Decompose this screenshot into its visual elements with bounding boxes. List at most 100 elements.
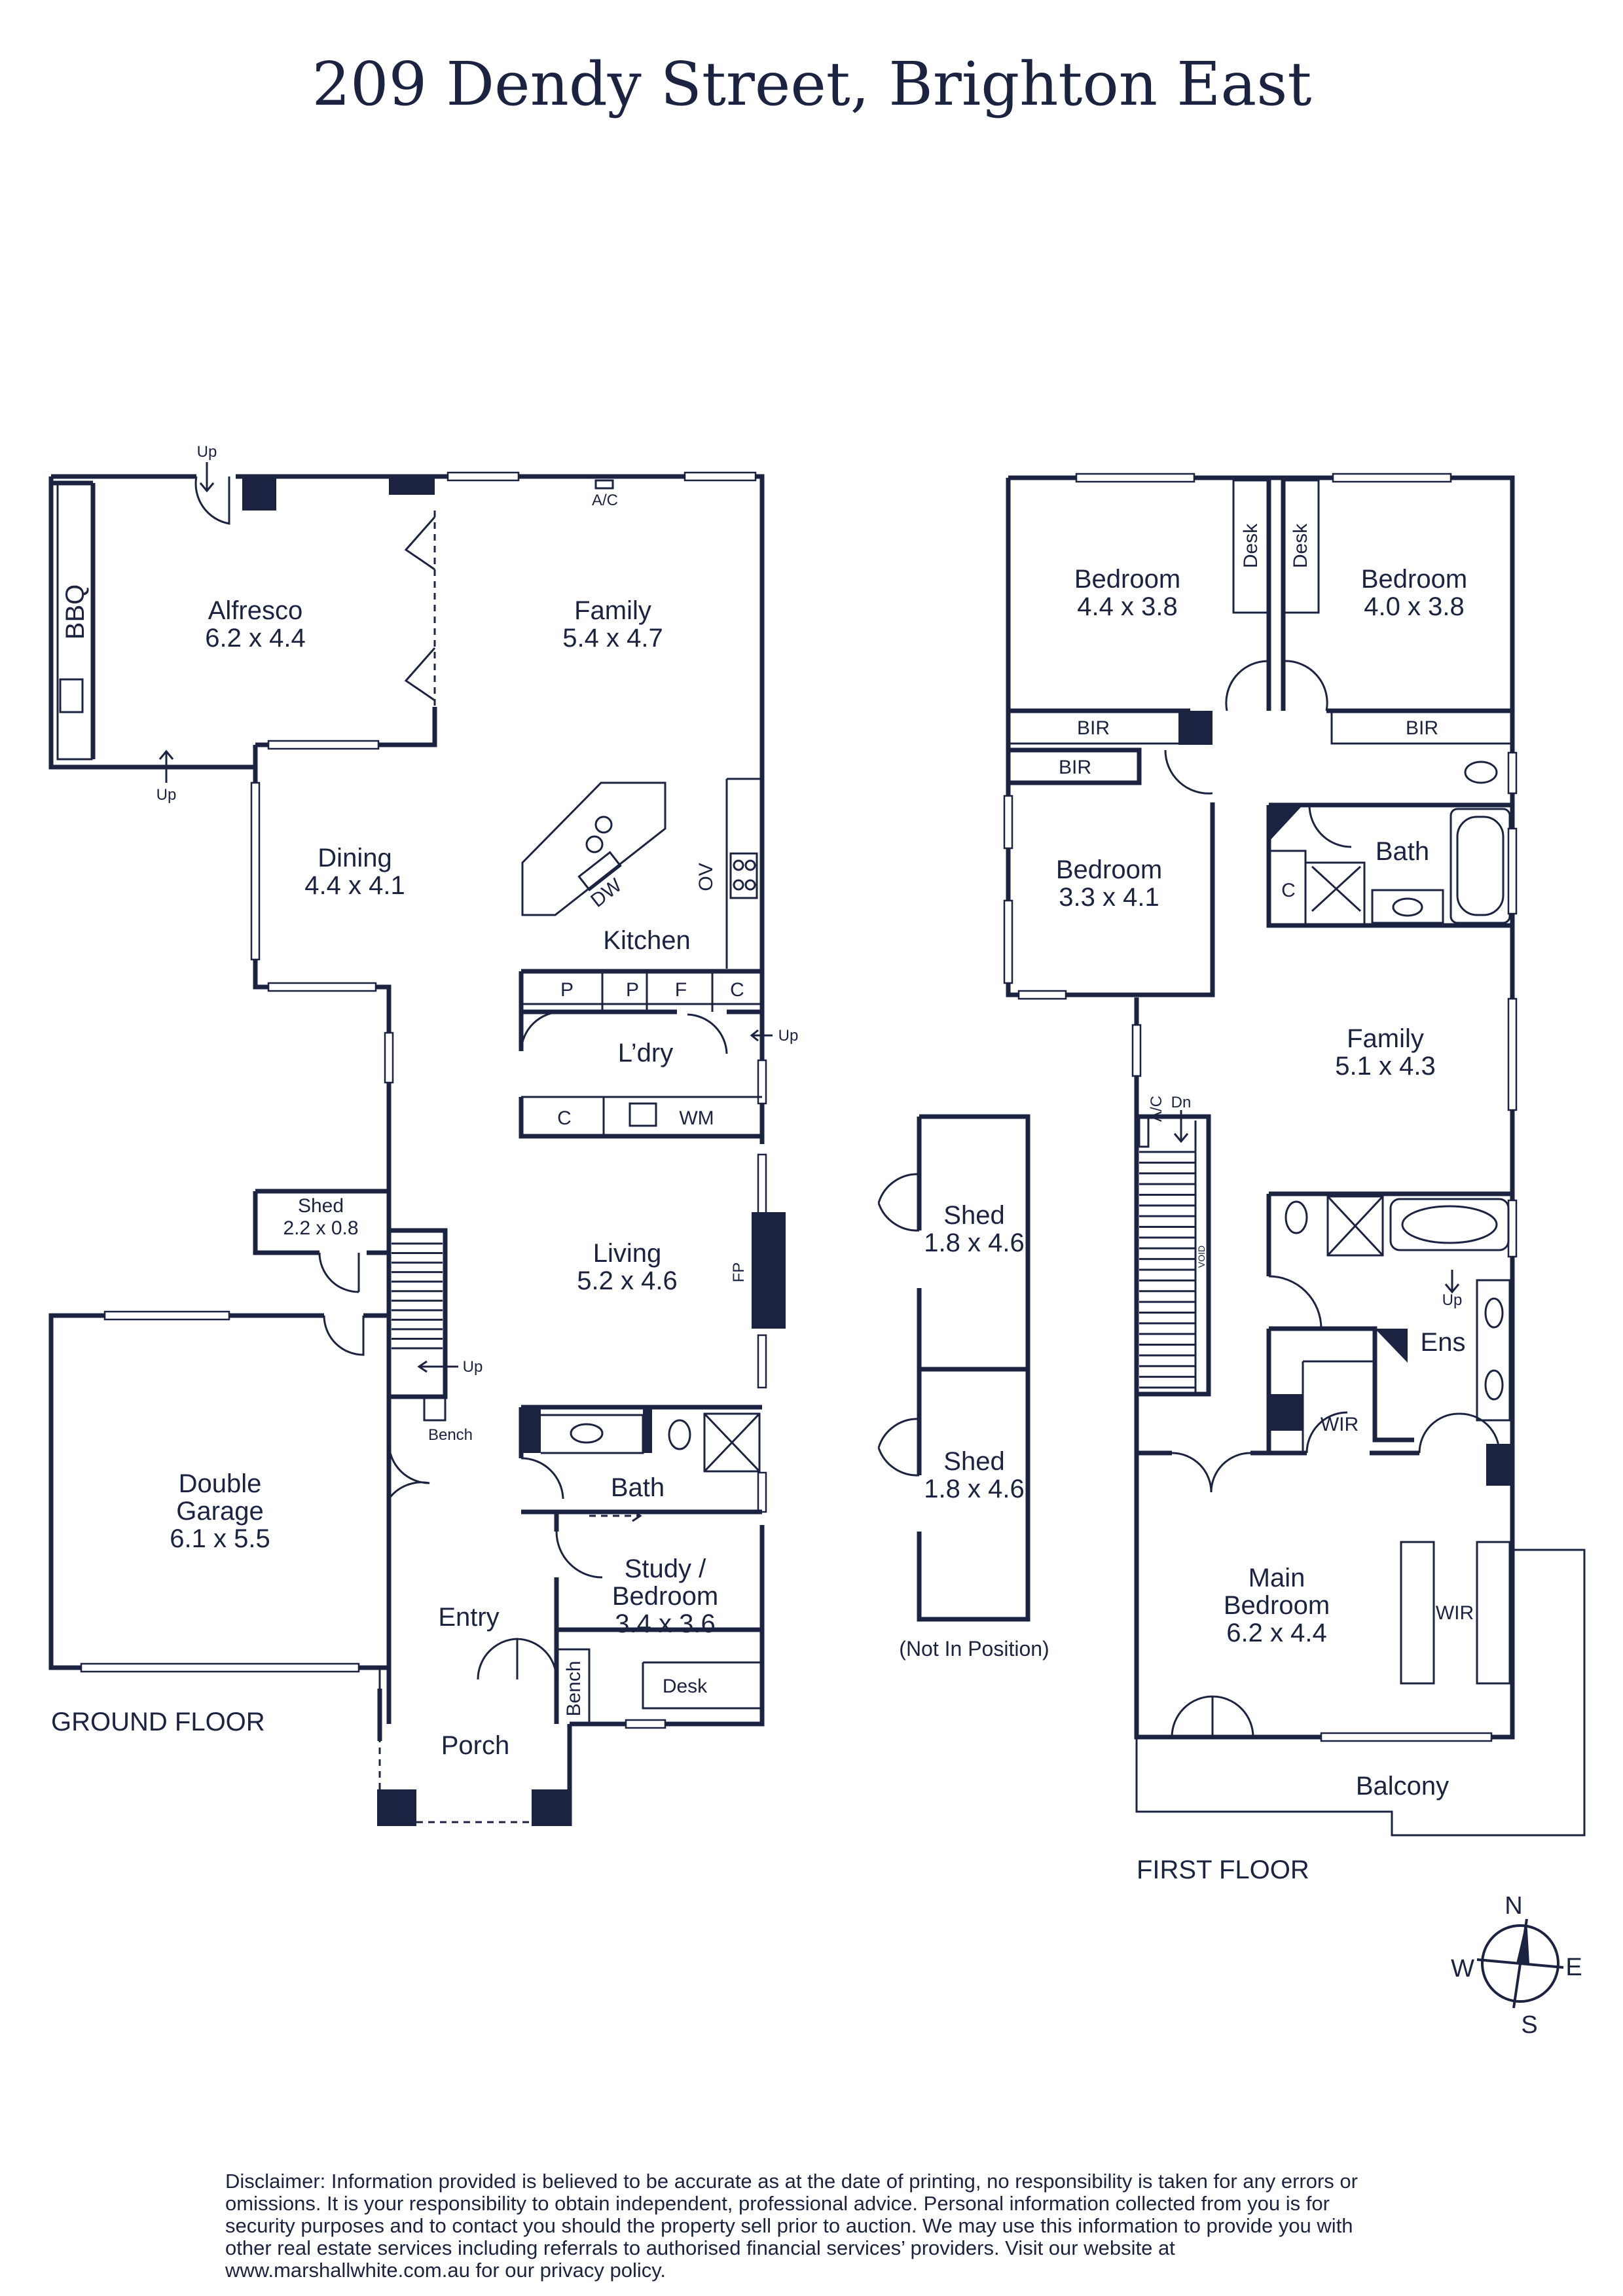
first-outer-wall	[1006, 475, 1515, 1740]
first-room-labels: Bedroom 4.4 x 3.8 Bedroom 4.0 x 3.8 Bedr…	[1056, 565, 1467, 1884]
column	[1269, 1394, 1303, 1431]
up-arrow	[158, 749, 174, 783]
window	[103, 1310, 230, 1321]
bedroom-2-size: 4.0 x 3.8	[1364, 592, 1464, 621]
shed-small-size: 2.2 x 0.8	[283, 1217, 358, 1239]
ac-label: A/C	[1148, 1096, 1165, 1122]
main-bed-double-door	[1171, 1452, 1251, 1493]
family-first-size: 5.1 x 4.3	[1335, 1052, 1435, 1081]
kitchen-bench	[725, 778, 762, 969]
bedroom-2-name: Bedroom	[1361, 565, 1467, 594]
window	[384, 1031, 394, 1084]
window	[1003, 795, 1013, 850]
window	[757, 1059, 767, 1105]
window	[684, 471, 757, 482]
desk	[642, 1661, 762, 1710]
bathtub	[1389, 1198, 1510, 1251]
porch-column	[532, 1789, 571, 1826]
washing-machine	[629, 1102, 657, 1127]
desk-label: Desk	[1240, 523, 1262, 568]
ac-unit	[594, 479, 614, 490]
alfresco-size: 6.2 x 4.4	[205, 624, 305, 653]
window	[1003, 899, 1013, 984]
fridge-label: F	[675, 979, 687, 1001]
up-label: Up	[1442, 1291, 1463, 1309]
window	[1507, 997, 1518, 1111]
window	[1507, 1199, 1518, 1258]
laundry-name: L’dry	[618, 1039, 674, 1067]
fireplace	[752, 1212, 786, 1329]
dining-size: 4.4 x 4.1	[304, 871, 405, 900]
slide-arrow	[632, 1509, 642, 1522]
living-name: Living	[593, 1239, 662, 1268]
cupboard-label: C	[557, 1107, 572, 1129]
bir-label: BIR	[1406, 717, 1438, 739]
window	[1320, 1732, 1493, 1742]
main-bedroom-line2: Bedroom	[1224, 1591, 1330, 1620]
fp-label: FP	[730, 1263, 748, 1283]
window	[80, 1662, 360, 1673]
window	[267, 982, 377, 992]
up-label: Up	[156, 786, 177, 804]
basin	[570, 1423, 604, 1444]
dn-label: Dn	[1171, 1094, 1192, 1111]
first-floor: Desk Desk BIR BIR BIR C	[1003, 473, 1586, 1837]
study-door	[555, 1531, 603, 1579]
window	[447, 471, 520, 482]
compass-w: W	[1451, 1955, 1474, 1982]
alfresco-frame	[48, 476, 255, 770]
bath-door	[520, 1457, 564, 1499]
desk-left	[1232, 479, 1270, 614]
garage-size: 6.1 x 5.5	[170, 1524, 270, 1553]
bath-ground-name: Bath	[611, 1473, 665, 1502]
family-first-name: Family	[1347, 1024, 1424, 1053]
up-arrow	[750, 1029, 773, 1042]
living-size: 5.2 x 4.6	[577, 1266, 677, 1295]
laundry-door	[520, 1011, 562, 1052]
ens-door	[1268, 1275, 1322, 1329]
shed-small-door	[318, 1252, 360, 1293]
dishwasher	[577, 851, 622, 891]
kitchen-island	[521, 781, 666, 916]
burner	[744, 879, 756, 891]
up-arrow	[417, 1360, 458, 1373]
shed-1-name: Shed	[943, 1201, 1004, 1230]
wir-walls	[1269, 1326, 1512, 1456]
compass-n: N	[1504, 1892, 1522, 1920]
kitchen-name: Kitchen	[603, 926, 690, 955]
cupboard-label: C	[730, 979, 744, 1001]
shower-lines	[1311, 865, 1362, 912]
shower	[1326, 1195, 1384, 1257]
burner	[733, 859, 744, 871]
sink	[585, 835, 604, 853]
vanity	[541, 1414, 644, 1454]
window	[1507, 827, 1518, 915]
bir-label: BIR	[1059, 757, 1091, 778]
ground-room-labels: Alfresco 6.2 x 4.4 Family 5.4 x 4.7 Dini…	[51, 596, 718, 1760]
desk-right	[1282, 479, 1320, 614]
bath-column	[521, 1407, 541, 1453]
basin	[1484, 1297, 1504, 1329]
wir-robe	[1400, 1541, 1435, 1685]
entry-name: Entry	[438, 1603, 499, 1632]
alfresco-door	[194, 476, 230, 525]
shed-2-size: 1.8 x 4.6	[924, 1475, 1024, 1503]
shower-lines	[1326, 1195, 1384, 1257]
compass-ring	[1481, 1924, 1559, 2003]
bedroom-1-size: 4.4 x 3.8	[1077, 592, 1177, 621]
bbq-counter	[56, 483, 93, 761]
bench-label: Bench	[428, 1426, 473, 1444]
burner	[744, 859, 756, 871]
ground-outer-wall	[48, 474, 765, 1727]
bir-lines	[1007, 711, 1512, 745]
laundry-bench	[521, 1096, 762, 1136]
desk-label: Desk	[1290, 523, 1311, 568]
family-ground-size: 5.4 x 4.7	[562, 624, 663, 653]
ens-walls	[1266, 1191, 1512, 1453]
bath-first-door	[1308, 804, 1352, 848]
page-title: 209 Dendy Street, Brighton East	[312, 49, 1312, 119]
oven-label: OV	[695, 863, 717, 891]
burner	[733, 879, 744, 891]
window	[250, 781, 261, 961]
stair-wall	[389, 1228, 448, 1399]
